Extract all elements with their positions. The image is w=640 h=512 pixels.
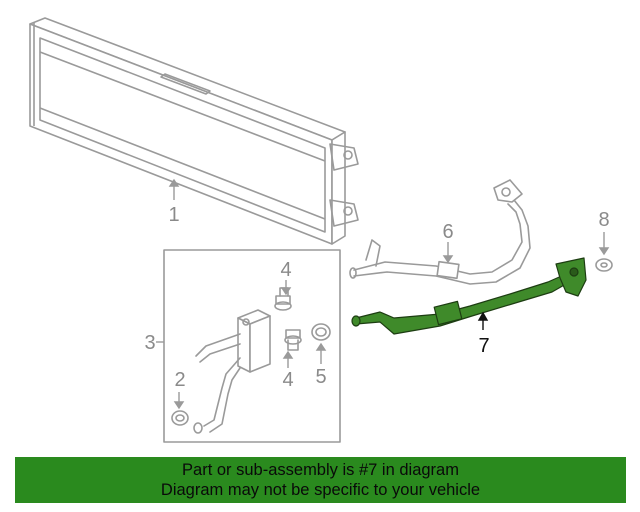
callout-4-bottom: 4 bbox=[282, 369, 293, 391]
fitting-assembly-inset[interactable] bbox=[163, 249, 341, 443]
callout-8: 8 bbox=[598, 209, 609, 231]
callout-3: 3 bbox=[144, 332, 155, 354]
banner-line-1: Part or sub-assembly is #7 in diagram bbox=[182, 461, 459, 479]
cooler-outlet-pipe-highlighted[interactable] bbox=[351, 257, 587, 335]
callout-7: 7 bbox=[478, 335, 489, 357]
washer[interactable] bbox=[595, 258, 613, 272]
cooler-inlet-pipe[interactable] bbox=[349, 179, 531, 285]
cooler-radiator[interactable] bbox=[29, 17, 359, 245]
callout-5: 5 bbox=[315, 366, 326, 388]
callout-2: 2 bbox=[174, 369, 185, 391]
info-banner: Part or sub-assembly is #7 in diagram Di… bbox=[15, 457, 626, 503]
parts-diagram: 1 6 8 7 3 4 4 5 2 bbox=[29, 17, 613, 443]
callout-leader-7 bbox=[477, 311, 489, 330]
callout-1: 1 bbox=[168, 204, 179, 226]
callout-6: 6 bbox=[442, 221, 453, 243]
callout-4-top: 4 bbox=[280, 259, 291, 281]
banner-line-2: Diagram may not be specific to your vehi… bbox=[160, 481, 481, 499]
callout-leaders bbox=[156, 178, 610, 410]
